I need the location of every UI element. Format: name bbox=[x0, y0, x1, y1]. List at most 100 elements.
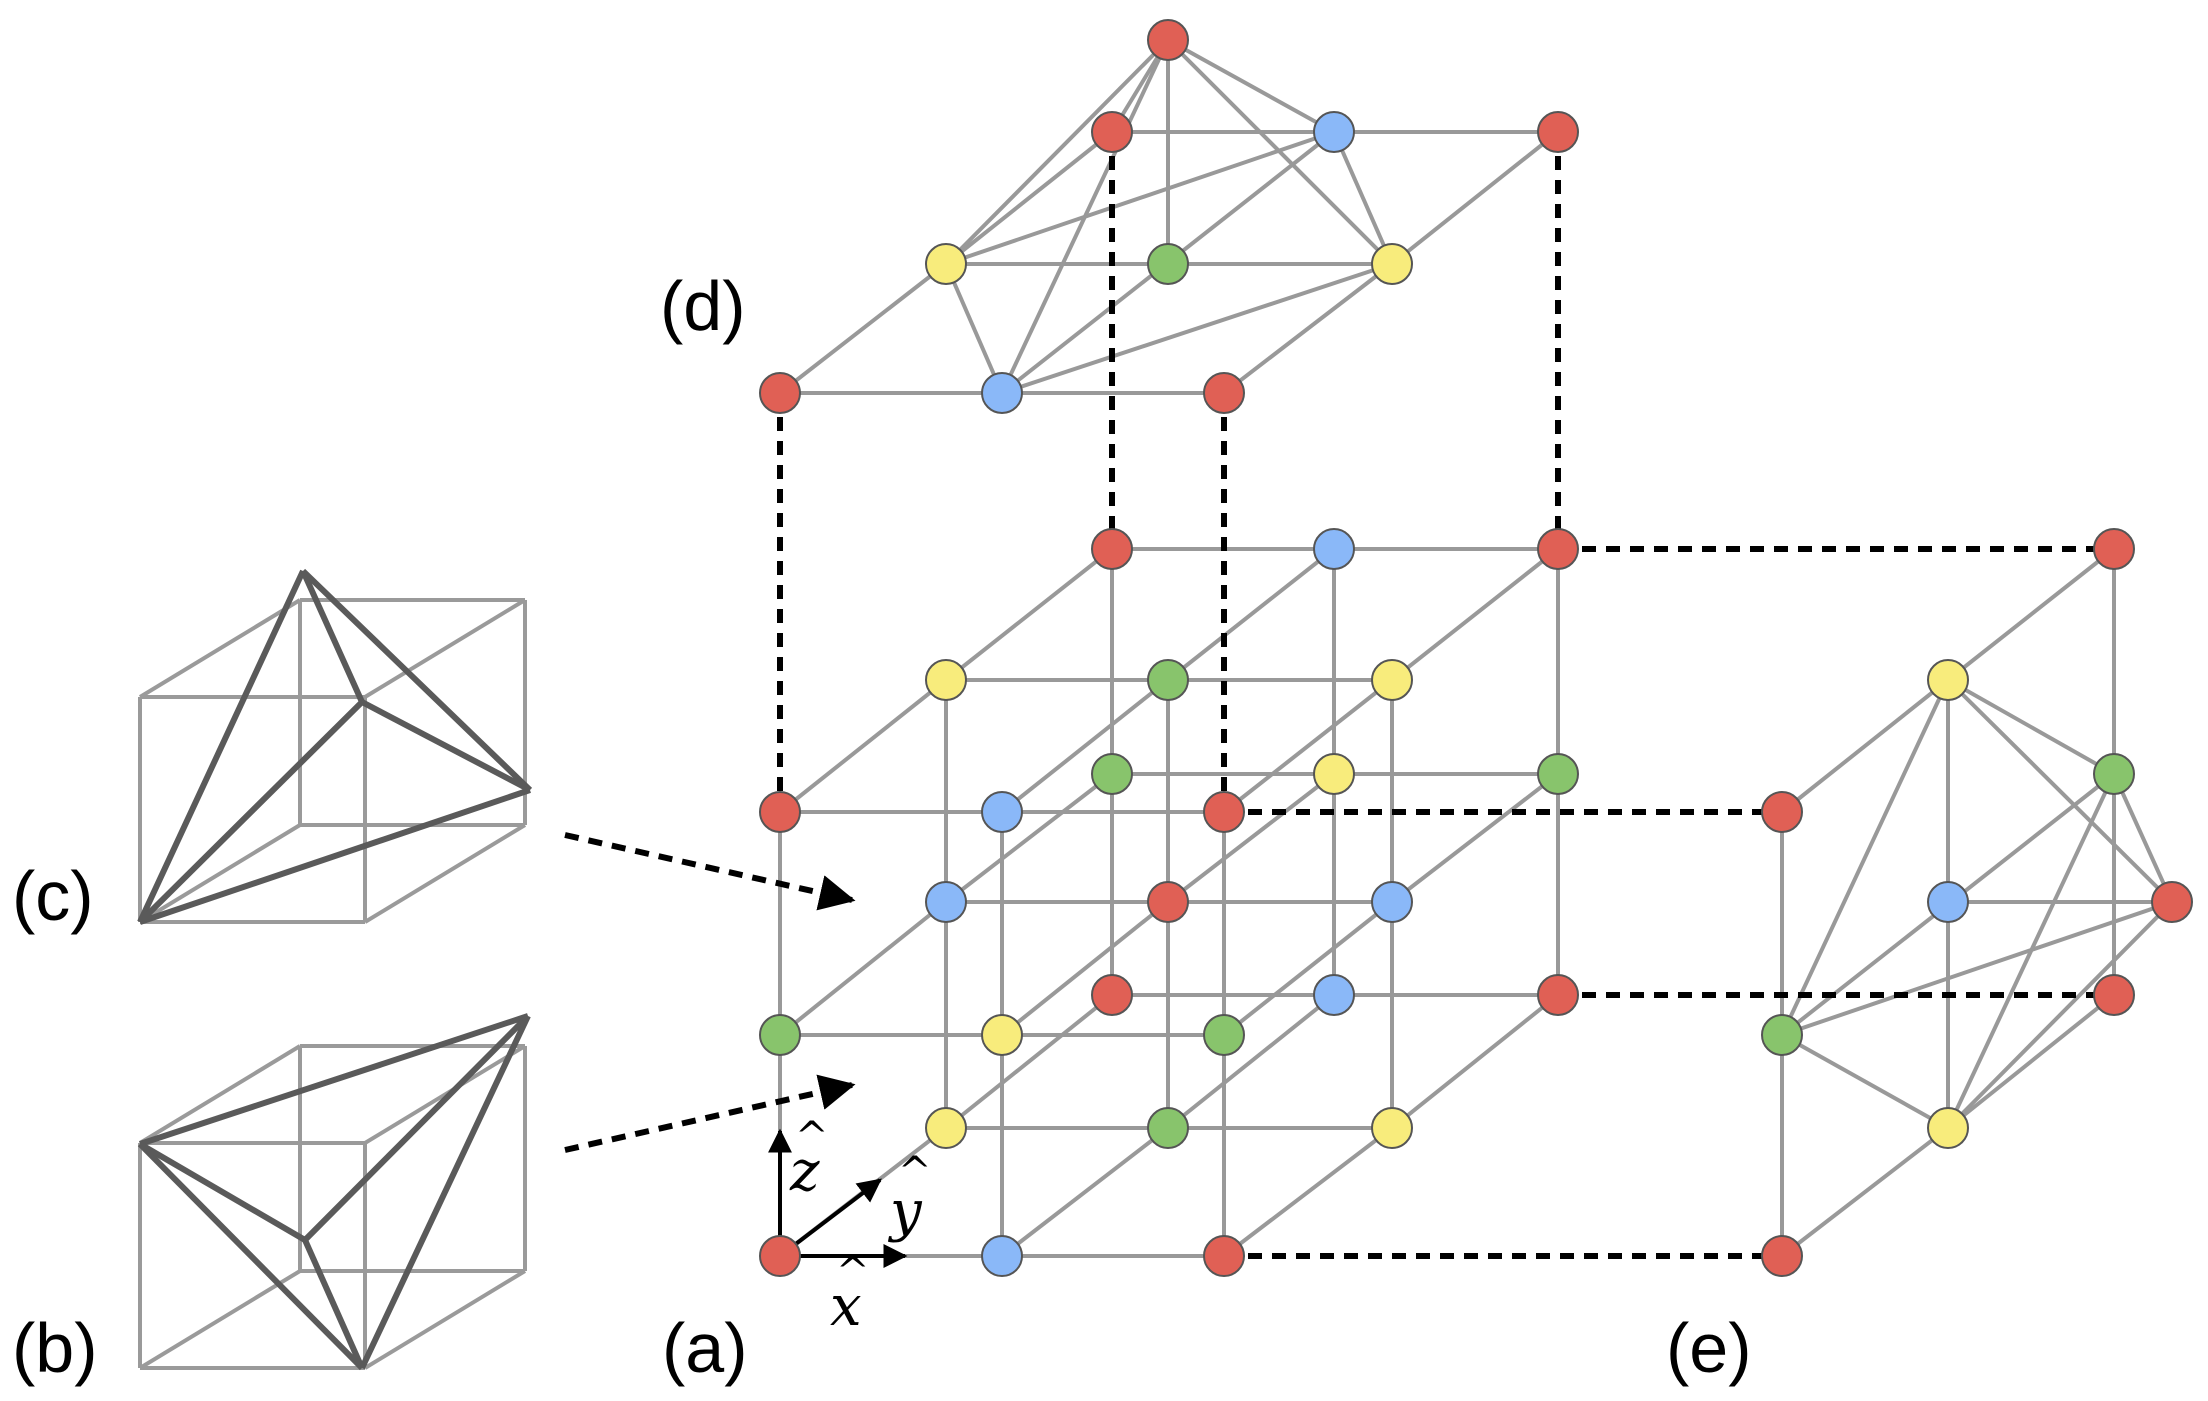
lattice-edge bbox=[944, 993, 1114, 1130]
node-green bbox=[1091, 753, 1133, 795]
lattice-edge bbox=[778, 262, 948, 395]
node-red bbox=[1147, 881, 1189, 923]
node-green bbox=[1147, 659, 1189, 701]
node-red bbox=[1203, 791, 1245, 833]
undefined-bold-edge bbox=[302, 1013, 531, 1243]
lattice-edge bbox=[1946, 547, 2116, 682]
node-green bbox=[1147, 1107, 1189, 1149]
lattice-edge bbox=[1222, 678, 1394, 814]
axis-label-x: x bbox=[830, 1274, 862, 1339]
node-red bbox=[2151, 881, 2193, 923]
node-yellow bbox=[1371, 243, 1413, 285]
node-green bbox=[1147, 243, 1189, 285]
lattice-edge bbox=[1000, 1126, 1170, 1258]
lattice-edge bbox=[1947, 678, 2115, 776]
lattice-edge bbox=[1000, 678, 1170, 814]
lattice-edge bbox=[778, 678, 948, 814]
node-yellow bbox=[1371, 659, 1413, 701]
node-green bbox=[1203, 1014, 1245, 1056]
node-red bbox=[1091, 974, 1133, 1016]
undefined-edge bbox=[363, 1044, 527, 1145]
axis-hat-x: ^ bbox=[836, 1249, 870, 1295]
undefined-bold-edge bbox=[302, 1238, 365, 1370]
node-red bbox=[2093, 528, 2135, 570]
axis-label-z: z bbox=[789, 1139, 820, 1204]
node-green bbox=[1761, 1014, 1803, 1056]
undefined-bold-edge bbox=[138, 1141, 307, 1243]
node-red bbox=[1203, 1235, 1245, 1277]
lattice-edge bbox=[1780, 679, 1950, 1036]
node-blue bbox=[981, 791, 1023, 833]
node-red bbox=[1091, 528, 1133, 570]
axis-hat-y: ^ bbox=[898, 1149, 932, 1195]
lattice-edge bbox=[1390, 547, 1560, 682]
node-yellow bbox=[1927, 659, 1969, 701]
node-blue bbox=[925, 881, 967, 923]
dashed-connectors bbox=[777, 132, 2114, 1259]
panel-label-a: (a) bbox=[662, 1309, 748, 1387]
lattice-edge bbox=[944, 38, 1170, 266]
node-red bbox=[1203, 372, 1245, 414]
lattice-edge bbox=[1780, 678, 1950, 814]
node-red bbox=[1537, 974, 1579, 1016]
undefined-edge bbox=[363, 598, 527, 699]
lattice-edge bbox=[1946, 900, 2174, 1130]
lattice-edge bbox=[1222, 1126, 1394, 1258]
lattice-edge bbox=[1222, 262, 1394, 395]
node-red bbox=[1761, 791, 1803, 833]
lattice-edge bbox=[1390, 130, 1560, 266]
lattice-edge bbox=[1000, 900, 1170, 1037]
panel-label-c: (c) bbox=[12, 857, 94, 935]
node-red bbox=[1761, 1235, 1803, 1277]
node-red bbox=[759, 1235, 801, 1277]
arrow-from-c bbox=[564, 832, 856, 911]
lattice-edge bbox=[944, 547, 1114, 682]
panel-label-e: (e) bbox=[1666, 1309, 1752, 1387]
lattice-edge bbox=[2112, 773, 2174, 903]
node-green bbox=[2093, 753, 2135, 795]
undefined-edge bbox=[138, 1269, 302, 1370]
node-red bbox=[1537, 111, 1579, 153]
undefined-edge bbox=[363, 1269, 527, 1370]
node-yellow bbox=[925, 1107, 967, 1149]
lattice-edge bbox=[1390, 993, 1560, 1130]
lattice-edge bbox=[944, 772, 1114, 904]
lattice-edges bbox=[778, 38, 2174, 1258]
cube-b bbox=[137, 1013, 531, 1371]
lattice-edge bbox=[1780, 1126, 1950, 1258]
lattice-edge bbox=[1946, 773, 2116, 1129]
node-green bbox=[1537, 753, 1579, 795]
node-yellow bbox=[1927, 1107, 1969, 1149]
cube-c bbox=[137, 568, 533, 925]
undefined-edge bbox=[363, 823, 527, 924]
lattice-edge bbox=[1222, 900, 1394, 1037]
lattice-edge bbox=[1001, 262, 1393, 395]
lattice-edge bbox=[1166, 772, 1336, 904]
panel-label-d: (d) bbox=[660, 267, 746, 345]
undefined-bold-edge bbox=[360, 699, 532, 793]
node-yellow bbox=[925, 659, 967, 701]
undefined-bold-edge bbox=[359, 1014, 531, 1370]
panel-label-b: (b) bbox=[12, 1309, 98, 1387]
pointer-arrows bbox=[564, 832, 856, 1153]
node-yellow bbox=[925, 243, 967, 285]
undefined-edge bbox=[138, 823, 302, 924]
node-red bbox=[1091, 111, 1133, 153]
node-green bbox=[759, 1014, 801, 1056]
lattice-edge bbox=[1781, 900, 2173, 1037]
lattice-edge bbox=[1781, 1033, 1949, 1130]
node-blue bbox=[1371, 881, 1413, 923]
undefined-bold-edge bbox=[139, 1013, 529, 1147]
undefined-bold-edge bbox=[139, 787, 531, 925]
undefined-bold-edge bbox=[137, 699, 365, 925]
node-blue bbox=[1313, 111, 1355, 153]
lattice-edge bbox=[778, 900, 948, 1037]
node-blue bbox=[981, 372, 1023, 414]
node-red bbox=[1147, 19, 1189, 61]
node-red bbox=[759, 372, 801, 414]
lattice-edge bbox=[1167, 38, 1335, 134]
lattice-edge bbox=[945, 130, 1335, 266]
lattice-edge bbox=[944, 263, 1004, 394]
undefined-edge bbox=[138, 1044, 302, 1145]
lattice-edge bbox=[944, 130, 1114, 266]
